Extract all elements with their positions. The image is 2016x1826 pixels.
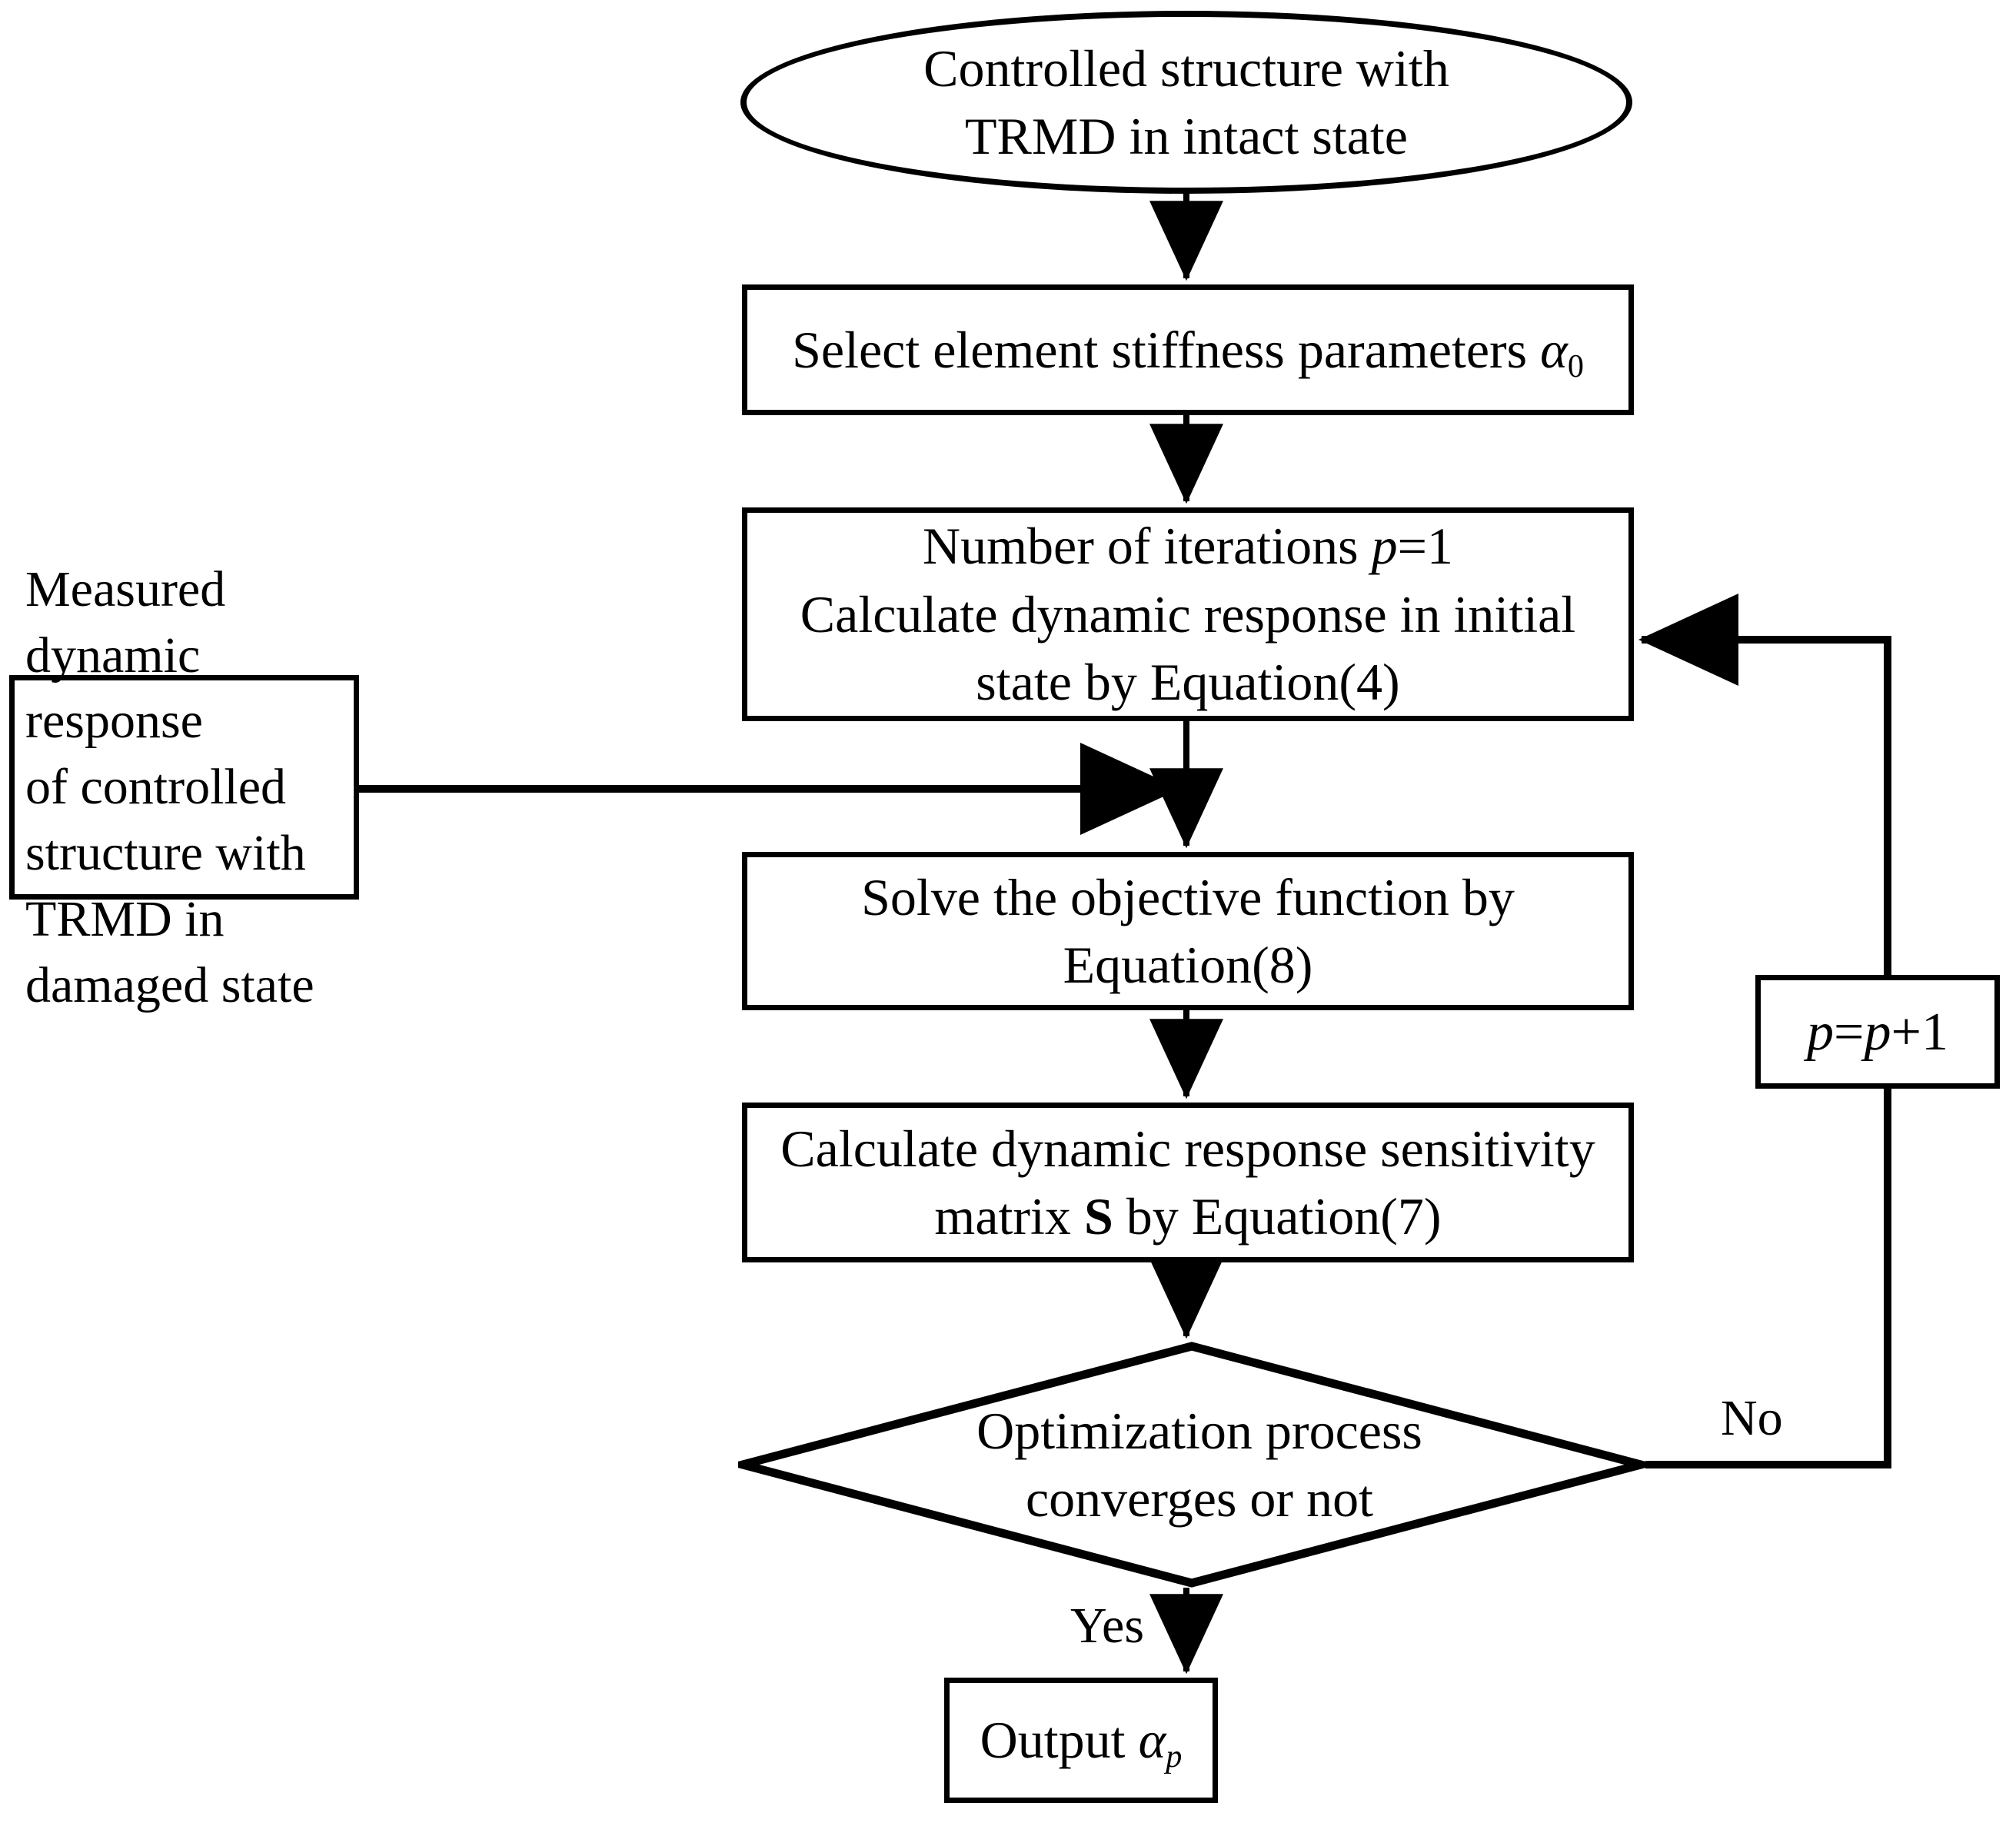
edge-increment-to-iterations (1638, 594, 1891, 975)
node-decision-optimization-converges[interactable]: Optimization process converges or not (738, 1342, 1645, 1588)
edge-label-no: No (1721, 1390, 1783, 1446)
node-decision-label: Optimization process converges or not (976, 1401, 1422, 1528)
node-iterations-symbol-p: p (1371, 517, 1398, 576)
node-increment-equals: = (1834, 1002, 1865, 1062)
diamond-outline (738, 1342, 1645, 1588)
node-select-text: Select element stiffness parameters (792, 320, 1541, 379)
node-output-text: Output (980, 1711, 1139, 1770)
node-iterations-line1-prefix: Number of iterations (923, 517, 1372, 576)
node-start-label: Controlled structure with TRMD in intact… (923, 38, 1449, 165)
node-select-subscript: 0 (1567, 348, 1584, 384)
node-increment-iteration-counter[interactable]: p=p+1 (1755, 975, 2000, 1089)
node-output-alpha-p[interactable]: Output αp (944, 1678, 1218, 1803)
node-increment-label: p=p+1 (1799, 997, 1956, 1067)
node-output-subscript: p (1166, 1738, 1183, 1775)
node-select-stiffness-parameters[interactable]: Select element stiffness parameters α0 (742, 284, 1634, 415)
node-sensitivity-line2-suffix: by Equation(7) (1113, 1187, 1442, 1246)
node-output-label: Output αp (973, 1706, 1190, 1774)
node-sensitivity-line1: Calculate dynamic response sensitivity (780, 1119, 1595, 1178)
node-sensitivity-line2-prefix: matrix (934, 1187, 1084, 1246)
node-increment-symbol-p-right: p (1864, 1002, 1891, 1062)
node-select-label: Select element stiffness parameters α0 (784, 316, 1592, 384)
node-increment-symbol-p-left: p (1807, 1002, 1835, 1062)
node-start-controlled-structure[interactable]: Controlled structure with TRMD in intact… (740, 11, 1632, 194)
node-select-symbol-alpha: α (1540, 320, 1568, 379)
node-measured-dynamic-response[interactable]: Measured dynamic response of controlled … (9, 561, 359, 1013)
node-output-symbol-alpha: α (1138, 1711, 1166, 1770)
node-increment-suffix: +1 (1891, 1002, 1948, 1062)
node-iterations-line2: Calculate dynamic response in initial (800, 584, 1576, 644)
node-solve-objective-function[interactable]: Solve the objective function by Equation… (742, 852, 1634, 1010)
node-calculate-sensitivity-matrix[interactable]: Calculate dynamic response sensitivity ma… (742, 1103, 1634, 1262)
node-sensitivity-symbol-s: S (1083, 1187, 1113, 1246)
edge-label-yes: Yes (1070, 1598, 1145, 1654)
node-sensitivity-label: Calculate dynamic response sensitivity ma… (773, 1115, 1602, 1251)
node-solve-label: Solve the objective function by Equation… (861, 867, 1515, 994)
node-iterations-line1-suffix: =1 (1397, 517, 1453, 576)
node-iterations-line3: state by Equation(4) (976, 653, 1400, 712)
node-measured-label: Measured dynamic response of controlled … (25, 560, 314, 1013)
